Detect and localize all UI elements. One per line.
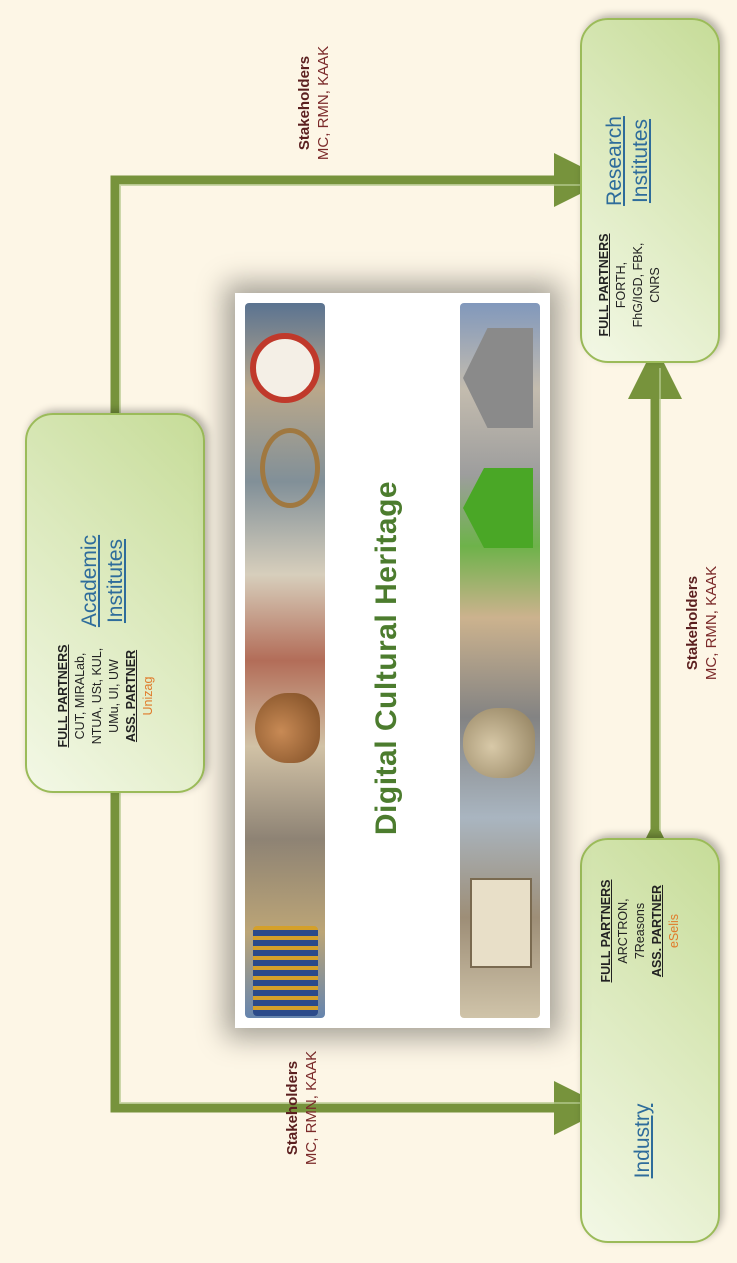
research-full-line3: CNRS xyxy=(648,267,662,303)
academic-institutes-node: Academic Institutes FULL PARTNERS CUT, M… xyxy=(25,413,205,793)
research-title-line1: Research xyxy=(603,116,626,206)
connector-academic-industry xyxy=(88,747,608,1135)
industry-full-line1: ARCTRON, xyxy=(616,898,630,964)
collage-top-strip xyxy=(245,303,325,1018)
book-icon xyxy=(470,878,532,968)
stakeholders-bottom-list: MC, RMN, KAAK xyxy=(303,1050,320,1166)
stakeholders-top-header: Stakeholders xyxy=(296,55,313,151)
center-title: Digital Cultural Heritage xyxy=(370,480,403,836)
research-partners: FULL PARTNERS FORTH, FhG/IGD, FBK, CNRS xyxy=(596,225,664,345)
stakeholders-bottom-header: Stakeholders xyxy=(284,1060,301,1156)
research-full-header: FULL PARTNERS xyxy=(597,233,611,337)
industry-partners: FULL PARTNERS ARCTRON, 7Reasons ASS. PAR… xyxy=(598,861,683,1001)
industry-full-line2: 7Reasons xyxy=(633,902,647,960)
stakeholders-top-list: MC, RMN, KAAK xyxy=(315,45,332,161)
research-title: Research Institutes xyxy=(602,101,654,221)
academic-ass-line1: Unizag xyxy=(141,676,155,716)
stakeholders-top: Stakeholders MC, RMN, KAAK xyxy=(295,3,333,203)
clock-dial-icon xyxy=(250,333,320,403)
academic-full-line1: CUT, MIRALab, xyxy=(73,652,87,740)
research-full-line1: FORTH, xyxy=(614,261,628,309)
academic-full-line2: NTUA, USt, KUL, xyxy=(90,647,104,745)
academic-ass-header: ASS. PARTNER xyxy=(124,649,138,743)
industry-title-line: Industry xyxy=(631,1103,654,1179)
research-full-line2: FhG/IGD, FBK, xyxy=(631,242,645,328)
head-sculpture-icon xyxy=(463,708,535,778)
academic-full-line3: UMu, UI, UW xyxy=(107,659,121,733)
stakeholders-middle-list: MC, RMN, KAAK xyxy=(703,565,720,681)
research-title-line2: Institutes xyxy=(629,118,652,204)
stakeholders-middle: Stakeholders MC, RMN, KAAK xyxy=(683,523,721,723)
academic-partners: FULL PARTNERS CUT, MIRALab, NTUA, USt, K… xyxy=(55,621,157,771)
industry-title: Industry xyxy=(630,1071,656,1211)
bust-sculpture-icon xyxy=(255,693,320,763)
research-institutes-node: Research Institutes FULL PARTNERS FORTH,… xyxy=(580,18,720,363)
circuit-icon xyxy=(253,926,318,1016)
center-collage: Digital Cultural Heritage xyxy=(235,293,550,1028)
industry-full-header: FULL PARTNERS xyxy=(599,879,613,983)
industry-ass-line1: eSelis xyxy=(667,913,681,949)
industry-ass-header: ASS. PARTNER xyxy=(650,884,664,978)
chariot-icon xyxy=(260,428,320,508)
connector-academic-research xyxy=(88,153,608,464)
stakeholders-bottom: Stakeholders MC, RMN, KAAK xyxy=(283,1008,321,1208)
industry-node: Industry FULL PARTNERS ARCTRON, 7Reasons… xyxy=(580,838,720,1243)
academic-full-header: FULL PARTNERS xyxy=(56,644,70,748)
stakeholders-middle-header: Stakeholders xyxy=(684,575,701,671)
